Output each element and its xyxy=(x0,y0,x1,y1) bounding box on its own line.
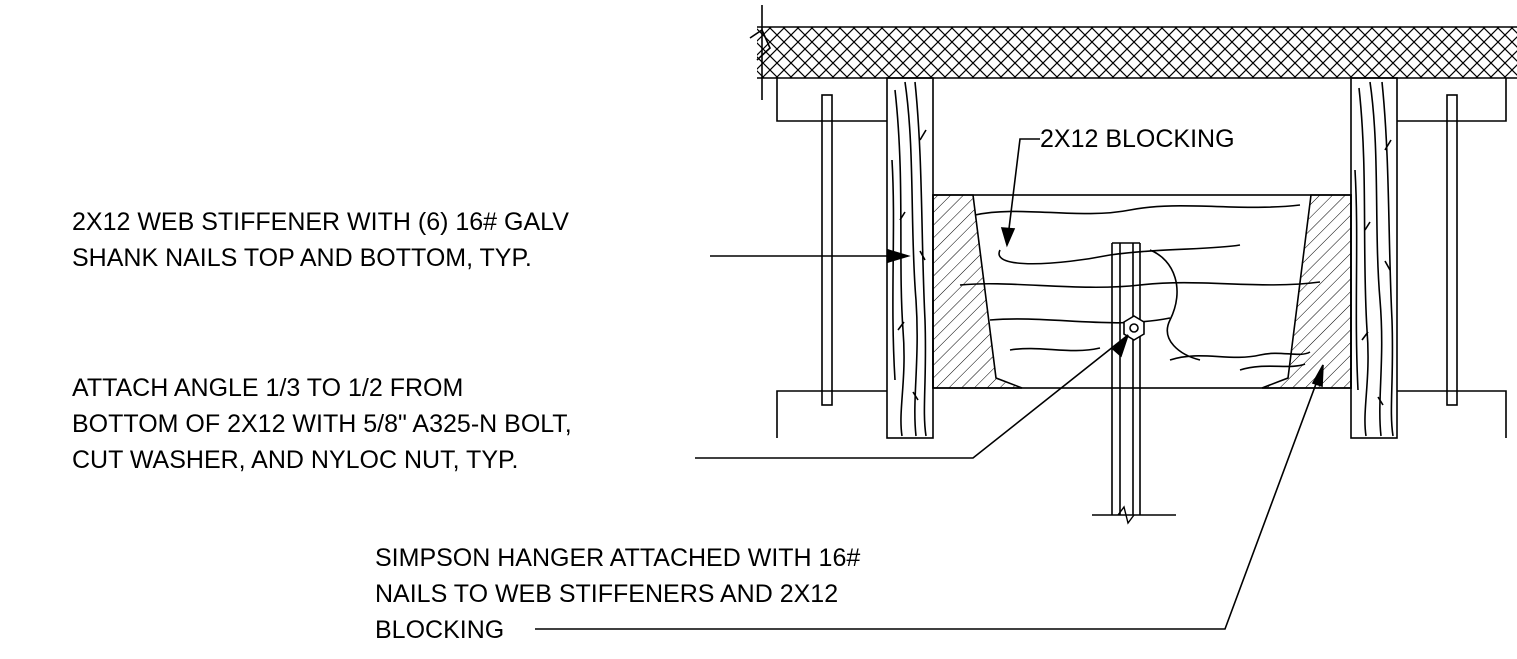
left-beam xyxy=(776,78,887,438)
angle-member xyxy=(1092,242,1176,525)
right-web-stiffener xyxy=(1350,77,1398,439)
leader-blocking xyxy=(1000,138,1040,248)
callout-attach-angle: ATTACH ANGLE 1/3 TO 1/2 FROM BOTTOM OF 2… xyxy=(72,374,579,474)
left-web-stiffener xyxy=(886,77,934,439)
leader-attach-angle xyxy=(695,334,1129,459)
hanger-right-side xyxy=(1261,194,1352,389)
leader-simpson-hanger xyxy=(535,364,1324,630)
hanger-left-side xyxy=(932,194,1023,389)
callout-web-stiffener: 2X12 WEB STIFFENER WITH (6) 16# GALV SHA… xyxy=(72,208,576,272)
bolt-nut-icon xyxy=(1123,315,1145,341)
leader-web-stiffener xyxy=(710,248,911,264)
callout-simpson-hanger: SIMPSON HANGER ATTACHED WITH 16# NAILS T… xyxy=(375,544,867,644)
blocking xyxy=(932,194,1352,389)
deck-slab xyxy=(749,5,1517,100)
right-beam xyxy=(1397,78,1507,438)
callout-blocking: 2X12 BLOCKING xyxy=(1040,125,1235,153)
